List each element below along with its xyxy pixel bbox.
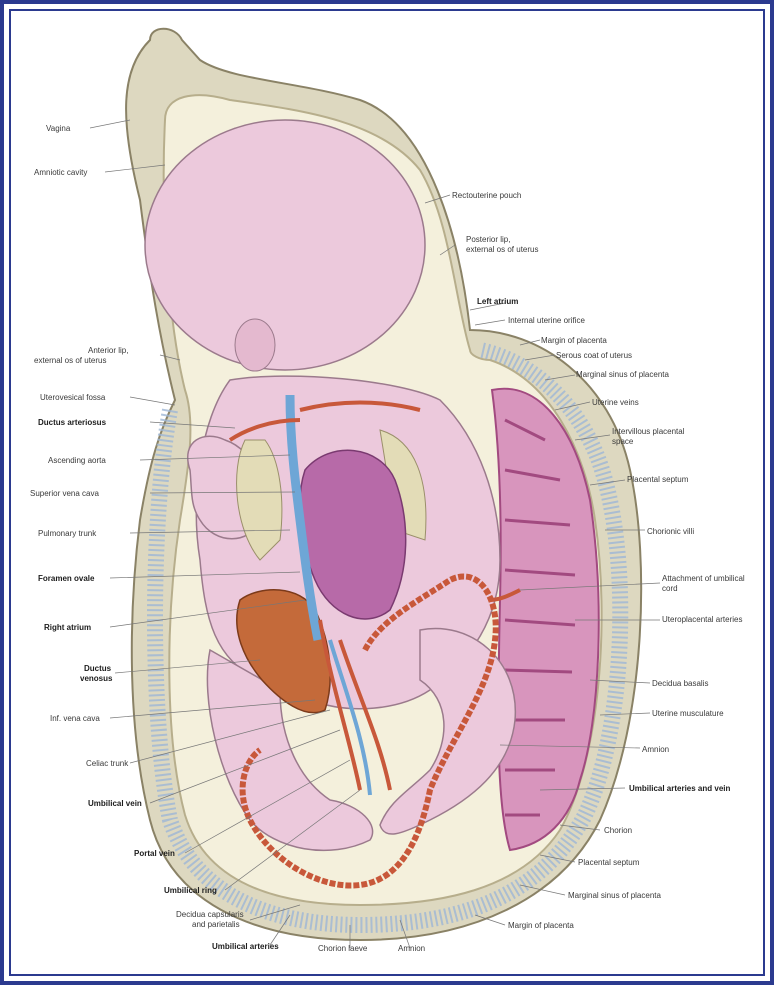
label-decidua-capsularis-1: Decidua capsularis — [176, 910, 244, 919]
label-internal-uterine-orifice: Internal uterine orifice — [508, 316, 585, 325]
label-umbilical-arteries: Umbilical arteries — [212, 942, 279, 951]
label-uterine-veins: Uterine veins — [592, 398, 639, 407]
fetus-head — [145, 120, 425, 370]
label-attachment-cord-2: cord — [662, 584, 678, 593]
label-inf-vena-cava: Inf. vena cava — [50, 714, 100, 723]
label-placental-septum-bottom: Placental septum — [578, 858, 639, 867]
label-vagina: Vagina — [46, 124, 70, 133]
label-pulmonary-trunk: Pulmonary trunk — [38, 529, 96, 538]
label-intervillous-1: Intervillous placental — [612, 427, 684, 436]
label-serous-coat: Serous coat of uterus — [556, 351, 632, 360]
label-rectouterine-pouch: Rectouterine pouch — [452, 191, 521, 200]
label-chorion: Chorion — [604, 826, 632, 835]
label-anterior-lip-1: Anterior lip, — [88, 346, 128, 355]
label-decidua-basalis: Decidua basalis — [652, 679, 708, 688]
label-margin-placenta-top: Margin of placenta — [541, 336, 607, 345]
label-umbilical-arteries-vein: Umbilical arteries and vein — [629, 784, 730, 793]
label-amniotic-cavity: Amniotic cavity — [34, 168, 87, 177]
label-posterior-lip-1: Posterior lip, — [466, 235, 510, 244]
label-amnion-bottom: Amnion — [398, 944, 425, 953]
label-ascending-aorta: Ascending aorta — [48, 456, 106, 465]
label-marginal-sinus-bottom: Marginal sinus of placenta — [568, 891, 661, 900]
label-umbilical-vein: Umbilical vein — [88, 799, 142, 808]
label-umbilical-ring: Umbilical ring — [164, 886, 217, 895]
label-superior-vena-cava: Superior vena cava — [30, 489, 99, 498]
label-anterior-lip-2: external os of uterus — [34, 356, 106, 365]
label-uterovesical-fossa: Uterovesical fossa — [40, 393, 105, 402]
label-right-atrium: Right atrium — [44, 623, 91, 632]
label-intervillous-2: space — [612, 437, 633, 446]
label-margin-placenta-bottom: Margin of placenta — [508, 921, 574, 930]
label-posterior-lip-2: external os of uterus — [466, 245, 538, 254]
label-uterine-musculature: Uterine musculature — [652, 709, 724, 718]
label-decidua-capsularis-2: and parietalis — [192, 920, 240, 929]
fetus-ear — [235, 319, 275, 371]
label-amnion-right: Amnion — [642, 745, 669, 754]
label-marginal-sinus-top: Marginal sinus of placenta — [576, 370, 669, 379]
label-foramen-ovale: Foramen ovale — [38, 574, 94, 583]
label-ductus-venosus-2: venosus — [80, 674, 112, 683]
label-portal-vein: Portal vein — [134, 849, 175, 858]
label-left-atrium: Left atrium — [477, 297, 518, 306]
label-ductus-arteriosus: Ductus arteriosus — [38, 418, 106, 427]
label-ductus-venosus-1: Ductus — [84, 664, 111, 673]
label-chorionic-villi: Chorionic villi — [647, 527, 694, 536]
label-uteroplacental-arteries: Uteroplacental arteries — [662, 615, 742, 624]
label-attachment-cord-1: Attachment of umbilical — [662, 574, 745, 583]
label-placental-septum-top: Placental septum — [627, 475, 688, 484]
label-chorion-laeve: Chorion laeve — [318, 944, 367, 953]
label-celiac-trunk: Celiac trunk — [86, 759, 128, 768]
